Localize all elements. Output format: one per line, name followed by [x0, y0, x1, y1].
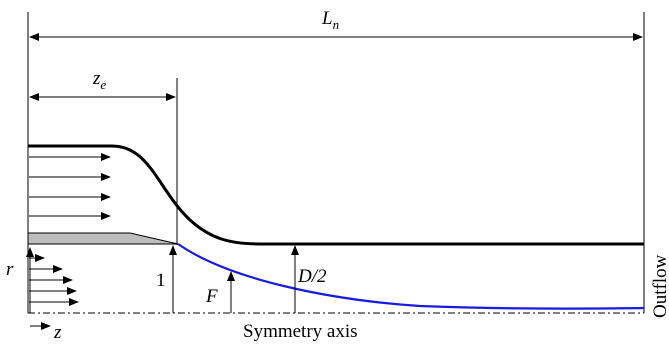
length-label: Ln [321, 8, 339, 32]
upper-wall-curve [28, 144, 644, 246]
radial-label: r [6, 259, 14, 280]
splitter-plate [27, 232, 179, 245]
entrance-label: ze [92, 68, 106, 92]
symmetry-axis-label: Symmetry axis [243, 321, 358, 342]
half-diameter-label: D/2 [297, 266, 327, 287]
flame-height-label: F [205, 286, 218, 307]
flame-interface-curve [177, 243, 645, 310]
outflow-label: Outflow [650, 254, 669, 318]
axial-label: z [53, 322, 62, 343]
plate-height-label: 1 [156, 270, 166, 291]
inner-inflow-arrows [29, 254, 79, 306]
outer-inflow-arrows [29, 153, 111, 220]
